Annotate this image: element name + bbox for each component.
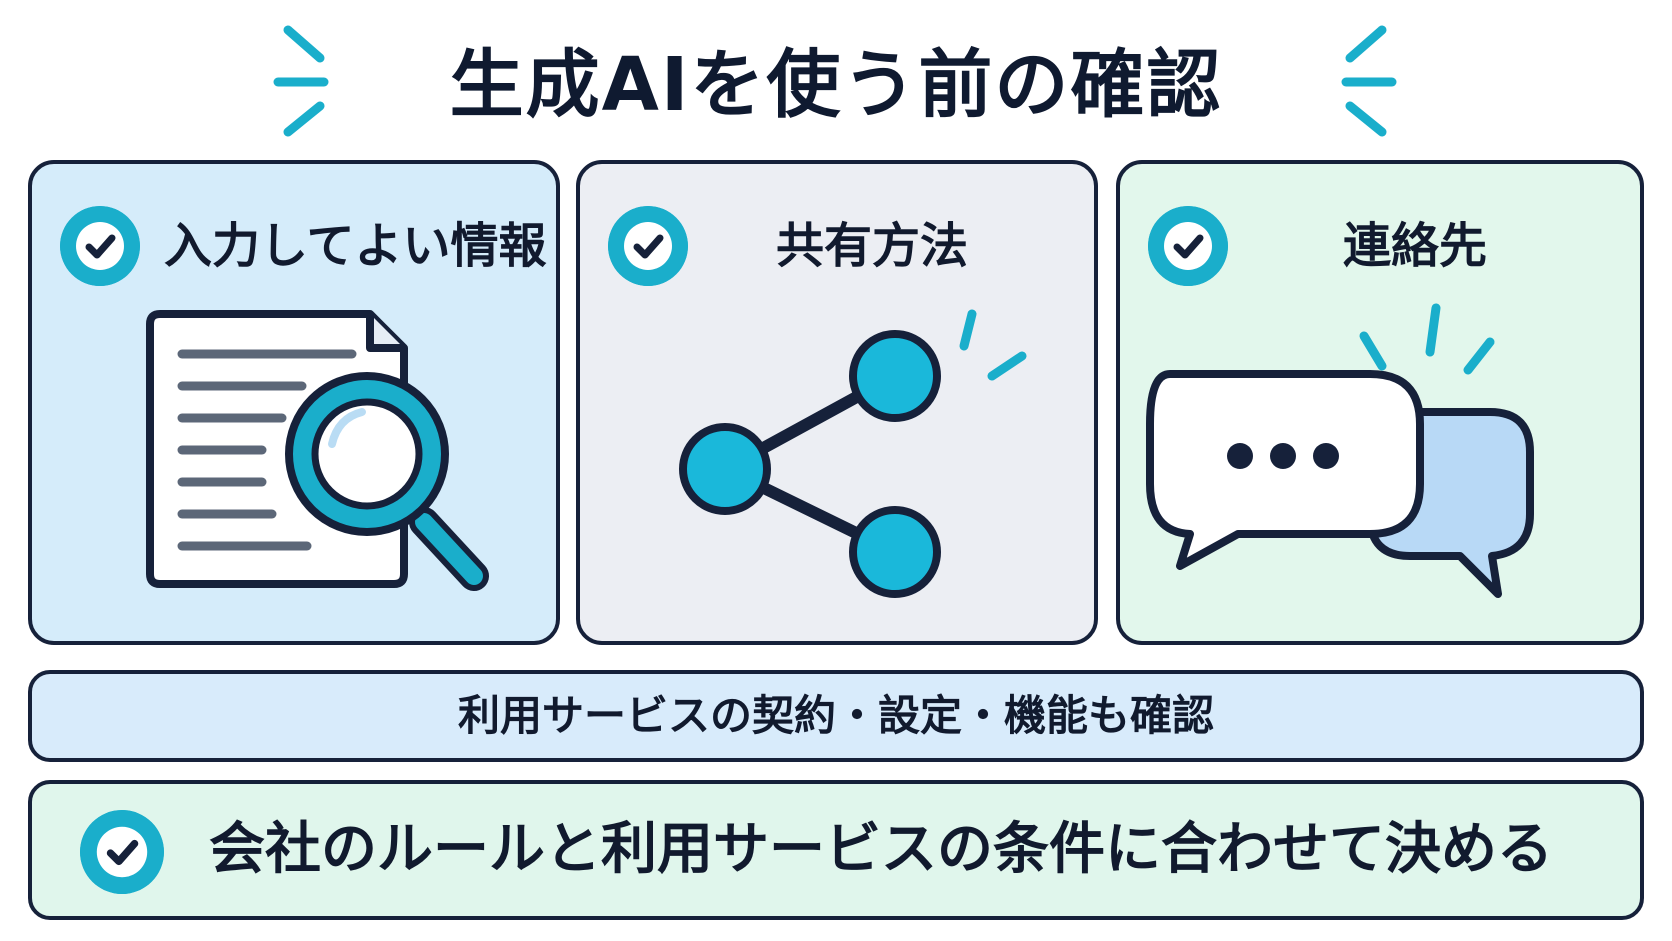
- note-bar-text: 利用サービスの契約・設定・機能も確認: [457, 691, 1214, 740]
- card-title-share-method: 共有方法: [775, 218, 968, 274]
- check-icon: [608, 206, 688, 286]
- conclusion-bar-text: 会社のルールと利用サービスの条件に合わせて決める: [209, 817, 1553, 882]
- card-title-contact: 連絡先: [1342, 218, 1487, 274]
- burst-right-icon: [1341, 25, 1397, 137]
- title-area: 生成AIを使う前の確認: [0, 18, 1672, 138]
- card-contact: 連絡先: [1116, 160, 1644, 645]
- card-title-input-info: 入力してよい情報: [164, 218, 547, 274]
- document-search-icon: [146, 310, 489, 591]
- page-title: 生成AIを使う前の確認: [449, 42, 1223, 128]
- chat-bubbles-icon: [1146, 303, 1534, 598]
- note-bar: 利用サービスの契約・設定・機能も確認: [28, 670, 1644, 762]
- share-icon: [679, 309, 1027, 598]
- check-icon: [60, 206, 140, 286]
- card-share-method: 共有方法: [576, 160, 1098, 645]
- check-icon: [80, 810, 164, 894]
- conclusion-bar: 会社のルールと利用サービスの条件に合わせて決める: [28, 780, 1644, 920]
- card-input-info: 入力してよい情報: [28, 160, 560, 645]
- burst-left-icon: [273, 25, 329, 137]
- check-icon: [1148, 206, 1228, 286]
